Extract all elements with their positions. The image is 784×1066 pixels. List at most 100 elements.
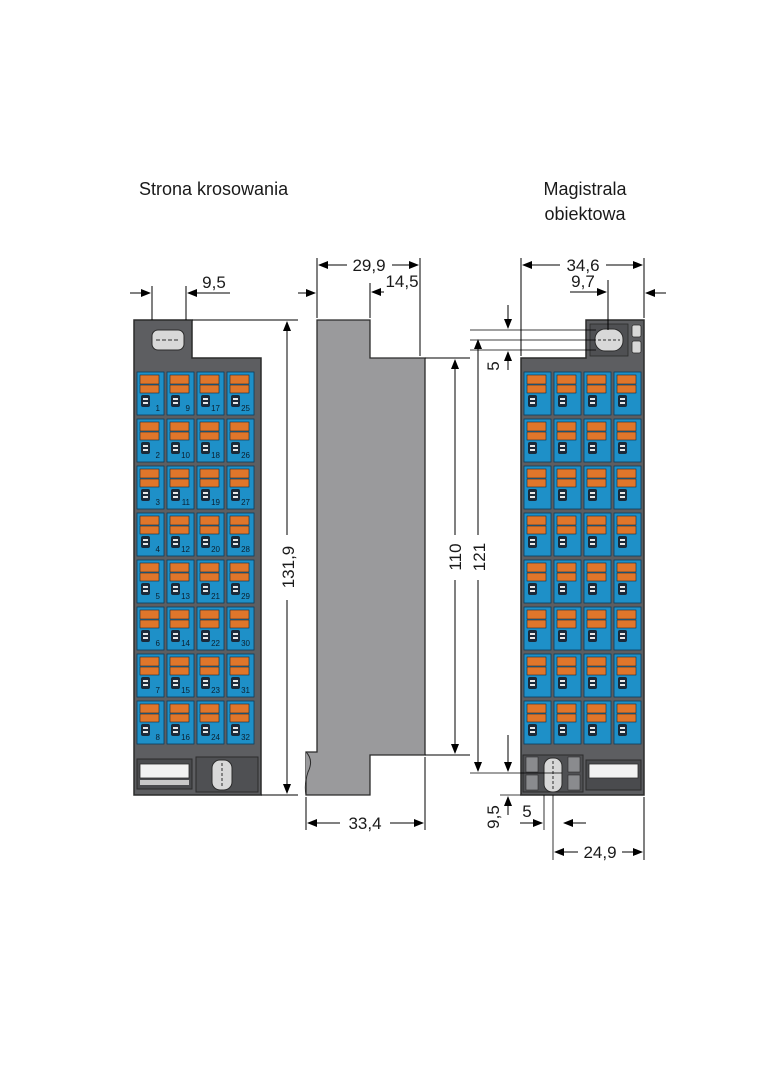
left-terminal-cell: 12 bbox=[166, 512, 195, 557]
right-terminal-grid bbox=[523, 371, 642, 745]
terminal-number-label: 25 bbox=[241, 404, 250, 413]
right-terminal-cell bbox=[553, 653, 582, 698]
dim-side-height-inner: 110 bbox=[446, 543, 465, 570]
left-terminal-cell: 7 bbox=[136, 653, 165, 698]
left-terminal-cell: 23 bbox=[196, 653, 225, 698]
right-terminal-cell bbox=[583, 653, 612, 698]
terminal-number-label: 6 bbox=[156, 639, 161, 648]
right-dimensions: 34,6 9,7 5 9,5 5 24,9 bbox=[470, 256, 666, 862]
side-dimensions: 29,9 14,5 33,4 110 121 bbox=[298, 256, 489, 833]
right-terminal-cell bbox=[583, 512, 612, 557]
left-terminal-cell: 20 bbox=[196, 512, 225, 557]
left-terminal-cell: 27 bbox=[226, 465, 255, 510]
left-terminal-cell: 30 bbox=[226, 606, 255, 651]
terminal-number-label: 32 bbox=[241, 733, 250, 742]
terminal-number-label: 1 bbox=[156, 404, 161, 413]
right-terminal-cell bbox=[583, 465, 612, 510]
terminal-number-label: 11 bbox=[182, 498, 191, 507]
left-terminal-cell: 9 bbox=[166, 371, 195, 416]
right-terminal-cell bbox=[613, 653, 642, 698]
right-terminal-cell bbox=[583, 606, 612, 651]
left-terminal-cell: 25 bbox=[226, 371, 255, 416]
terminal-number-label: 3 bbox=[156, 498, 161, 507]
dim-side-top-width: 29,9 bbox=[352, 256, 385, 275]
dim-right-top-gap: 5 bbox=[484, 361, 503, 370]
dim-right-bottom-hole: 5 bbox=[522, 802, 531, 821]
right-terminal-cell bbox=[523, 512, 552, 557]
left-terminal-cell: 16 bbox=[166, 700, 195, 745]
left-terminal-cell: 10 bbox=[166, 418, 195, 463]
dim-left-height: 131,9 bbox=[279, 546, 298, 589]
left-terminal-cell: 4 bbox=[136, 512, 165, 557]
right-terminal-cell bbox=[523, 606, 552, 651]
terminal-number-label: 17 bbox=[211, 404, 220, 413]
right-terminal-cell bbox=[613, 559, 642, 604]
right-terminal-cell bbox=[553, 418, 582, 463]
left-terminal-cell: 21 bbox=[196, 559, 225, 604]
left-terminal-cell: 2 bbox=[136, 418, 165, 463]
dim-right-hole-offset: 9,7 bbox=[571, 272, 595, 291]
terminal-number-label: 26 bbox=[241, 451, 250, 460]
right-view bbox=[520, 319, 645, 796]
left-terminal-cell: 13 bbox=[166, 559, 195, 604]
title-right-line1: Magistrala bbox=[543, 179, 627, 199]
terminal-number-label: 14 bbox=[181, 639, 190, 648]
right-terminal-cell bbox=[523, 700, 552, 745]
right-terminal-cell bbox=[553, 465, 582, 510]
terminal-number-label: 5 bbox=[156, 592, 161, 601]
left-terminal-cell: 14 bbox=[166, 606, 195, 651]
terminal-number-label: 15 bbox=[181, 686, 190, 695]
terminal-number-label: 18 bbox=[211, 451, 220, 460]
left-terminal-cell: 3 bbox=[136, 465, 165, 510]
terminal-number-label: 27 bbox=[241, 498, 250, 507]
left-terminal-cell: 31 bbox=[226, 653, 255, 698]
terminal-number-label: 2 bbox=[156, 451, 161, 460]
terminal-number-label: 22 bbox=[211, 639, 220, 648]
right-terminal-cell bbox=[583, 559, 612, 604]
right-terminal-cell bbox=[583, 700, 612, 745]
right-terminal-cell bbox=[553, 700, 582, 745]
right-terminal-cell bbox=[613, 418, 642, 463]
right-terminal-cell bbox=[613, 512, 642, 557]
dim-right-bottom-gap: 9,5 bbox=[484, 805, 503, 829]
dim-side-bottom-width: 33,4 bbox=[348, 814, 381, 833]
terminal-number-label: 12 bbox=[181, 545, 190, 554]
right-terminal-cell bbox=[583, 418, 612, 463]
dim-right-total-width: 34,6 bbox=[566, 256, 599, 275]
left-terminal-cell: 18 bbox=[196, 418, 225, 463]
right-terminal-cell bbox=[583, 371, 612, 416]
left-terminal-cell: 22 bbox=[196, 606, 225, 651]
terminal-number-label: 16 bbox=[181, 733, 190, 742]
left-terminal-cell: 32 bbox=[226, 700, 255, 745]
left-terminal-cell: 24 bbox=[196, 700, 225, 745]
right-terminal-cell bbox=[553, 512, 582, 557]
terminal-number-label: 8 bbox=[156, 733, 161, 742]
left-terminal-cell: 8 bbox=[136, 700, 165, 745]
left-dimensions: 9,5 131,9 bbox=[130, 273, 298, 796]
left-terminal-cell: 6 bbox=[136, 606, 165, 651]
right-terminal-cell bbox=[613, 371, 642, 416]
side-clip bbox=[304, 751, 312, 796]
terminal-number-label: 10 bbox=[181, 451, 190, 460]
terminal-number-label: 9 bbox=[186, 404, 191, 413]
left-terminal-cell: 26 bbox=[226, 418, 255, 463]
right-bottom-screw-icon bbox=[543, 757, 563, 793]
terminal-number-label: 20 bbox=[211, 545, 220, 554]
title-right-line2: obiektowa bbox=[544, 204, 626, 224]
left-terminal-cell: 15 bbox=[166, 653, 195, 698]
terminal-number-label: 31 bbox=[241, 686, 250, 695]
terminal-number-label: 29 bbox=[241, 592, 250, 601]
right-terminal-cell bbox=[613, 465, 642, 510]
right-terminal-cell bbox=[523, 653, 552, 698]
side-view bbox=[304, 319, 426, 796]
left-terminal-cell: 29 bbox=[226, 559, 255, 604]
terminal-number-label: 13 bbox=[181, 592, 190, 601]
right-terminal-cell bbox=[553, 559, 582, 604]
dim-right-bottom-width: 24,9 bbox=[583, 843, 616, 862]
title-left: Strona krosowania bbox=[139, 179, 289, 199]
dim-side-height-outer: 121 bbox=[470, 543, 489, 571]
dim-left-width: 9,5 bbox=[202, 273, 226, 292]
terminal-number-label: 23 bbox=[211, 686, 220, 695]
